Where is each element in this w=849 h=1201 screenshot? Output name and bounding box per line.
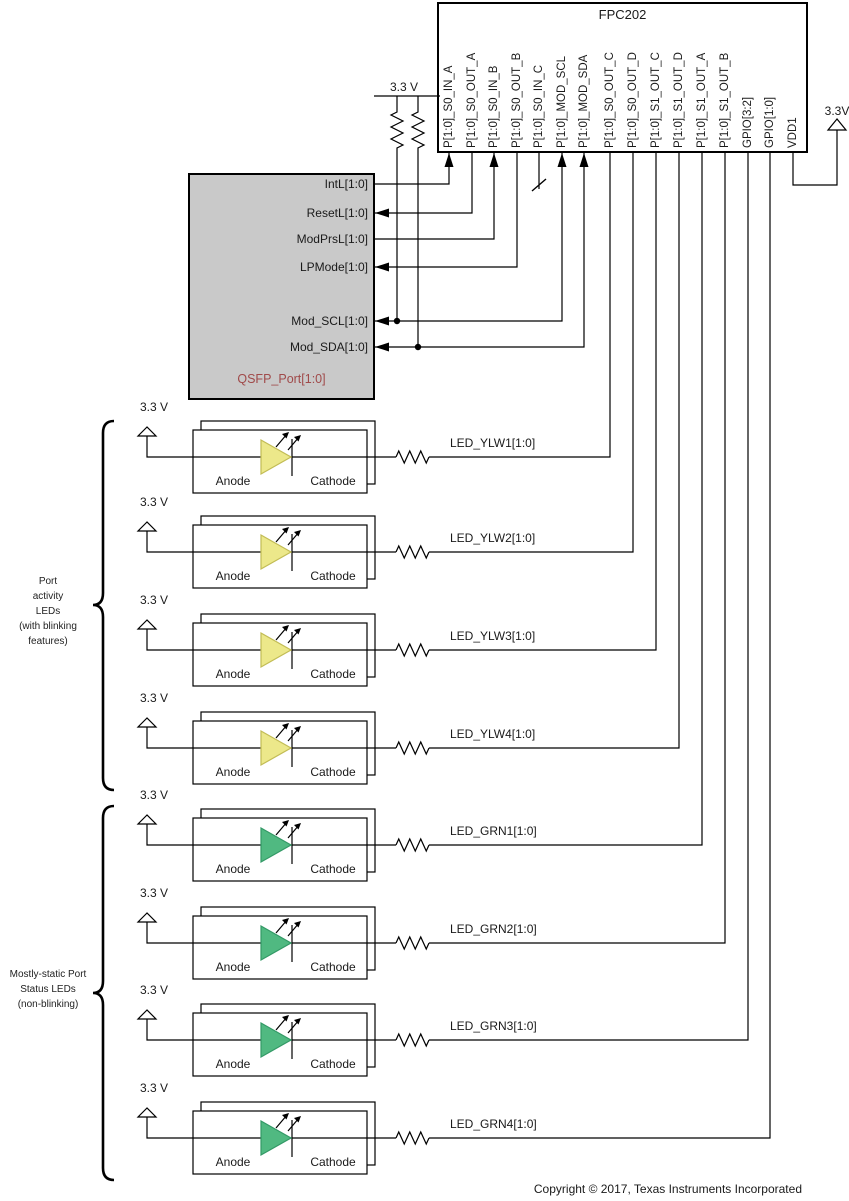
led-supply-label: 3.3 V xyxy=(139,1081,169,1095)
wire-modprsl xyxy=(374,152,495,240)
cathode-label: Cathode xyxy=(310,569,356,583)
cathode-label: Cathode xyxy=(310,1155,356,1169)
pullup-resistor-sda xyxy=(410,96,426,347)
wire-lpmode xyxy=(374,152,518,268)
junction-dot xyxy=(393,317,401,325)
junction-dot xyxy=(414,343,422,351)
cathode-label: Cathode xyxy=(310,474,356,488)
led-supply-label: 3.3 V xyxy=(139,886,169,900)
fpc-pin-label: VDD1 xyxy=(787,117,799,148)
fpc-pin-label: P[1:0]_S0_OUT_D xyxy=(627,52,639,148)
fpc-pin-label: P[1:0]_MOD_SCL xyxy=(556,55,568,148)
fpc-pin-label: P[1:0]_MOD_SDA xyxy=(578,54,590,148)
anode-label: Anode xyxy=(215,667,251,681)
qsfp-pin-label: Mod_SCL[1:0] xyxy=(291,314,368,328)
wire-vdd1 xyxy=(792,130,838,186)
fpc-pin-label: GPIO[3:2] xyxy=(742,96,754,148)
net-label: LED_YLW1[1:0] xyxy=(450,436,536,450)
led-supply-label: 3.3 V xyxy=(139,983,169,997)
vdd-supply-label: 3.3V xyxy=(824,104,849,118)
wire-mod-scl xyxy=(374,152,563,322)
led-supply-label: 3.3 V xyxy=(139,788,169,802)
fpc-pin-label: P[1:0]_S0_IN_C xyxy=(533,64,545,148)
wire-mod-sda xyxy=(374,152,585,348)
cathode-label: Cathode xyxy=(310,667,356,681)
anode-label: Anode xyxy=(215,1057,251,1071)
led-supply-label: 3.3 V xyxy=(139,691,169,705)
anode-label: Anode xyxy=(215,862,251,876)
pullup-resistor-scl xyxy=(389,96,405,321)
qsfp-pin-label: IntL[1:0] xyxy=(324,177,368,191)
net-label: LED_GRN3[1:0] xyxy=(450,1019,537,1033)
led-triangle-yellow xyxy=(260,729,293,767)
led-triangle-yellow xyxy=(260,438,293,476)
led-triangle-yellow xyxy=(260,533,293,571)
qsfp-pin-label: ModPrsL[1:0] xyxy=(296,232,368,246)
fpc-pin-label: GPIO[1:0] xyxy=(764,96,776,148)
anode-label: Anode xyxy=(215,569,251,583)
led-triangle-green xyxy=(260,924,293,962)
led-supply-label: 3.3 V xyxy=(139,400,169,414)
wire-intl xyxy=(374,152,450,185)
copyright-notice: Copyright © 2017, Texas Instruments Inco… xyxy=(533,1182,802,1196)
led-triangle-green xyxy=(260,1119,293,1157)
brace-status-leds xyxy=(92,804,115,1182)
net-label: LED_GRN1[1:0] xyxy=(450,824,537,838)
arrow-left-icons xyxy=(375,208,389,352)
arrow-up-icons xyxy=(444,153,589,167)
qsfp-pin-label: Mod_SDA[1:0] xyxy=(289,340,368,354)
qsfp-title: QSFP_Port[1:0] xyxy=(237,372,326,386)
fpc-pin-label: P[1:0]_S0_OUT_C xyxy=(604,52,616,148)
vdd-power-symbol-icon xyxy=(826,118,848,131)
anode-label: Anode xyxy=(215,474,251,488)
anode-label: Anode xyxy=(215,960,251,974)
net-label: LED_YLW3[1:0] xyxy=(450,629,536,643)
wire-resetl xyxy=(374,152,473,214)
led-triangle-yellow xyxy=(260,631,293,669)
fpc202-title: FPC202 xyxy=(598,7,647,22)
fpc-pin-label: P[1:0]_S1_OUT_C xyxy=(650,52,662,148)
qsfp-pin-label: ResetL[1:0] xyxy=(306,206,368,220)
pullup-rail-label: 3.3 V xyxy=(389,80,419,94)
brace-port-activity xyxy=(92,419,115,792)
qsfp-pin-label: LPMode[1:0] xyxy=(299,260,368,274)
fpc-pin-label: P[1:0]_S0_OUT_A xyxy=(466,52,478,148)
fpc-pin-label: P[1:0]_S1_OUT_B xyxy=(719,52,731,148)
net-label: LED_GRN2[1:0] xyxy=(450,922,537,936)
fpc-pin-label: P[1:0]_S1_OUT_A xyxy=(696,52,708,148)
fpc-pin-label: P[1:0]_S0_IN_B xyxy=(488,65,500,148)
led-supply-label: 3.3 V xyxy=(139,593,169,607)
group-caption-status-leds: Mostly-static Port Status LEDs (non-blin… xyxy=(9,969,87,1010)
fpc-pin-label: P[1:0]_S1_OUT_D xyxy=(673,52,685,148)
net-label: LED_YLW4[1:0] xyxy=(450,727,536,741)
led-triangle-green xyxy=(260,826,293,864)
anode-label: Anode xyxy=(215,1155,251,1169)
cathode-label: Cathode xyxy=(310,1057,356,1071)
group-caption-port-activity: Port activity LEDs (with blinking featur… xyxy=(19,576,77,647)
led-connector-wires xyxy=(429,152,771,1139)
cathode-label: Cathode xyxy=(310,960,356,974)
cathode-label: Cathode xyxy=(310,765,356,779)
led-supply-label: 3.3 V xyxy=(139,495,169,509)
qsfp-port-block xyxy=(188,173,375,400)
no-connect-slash-icon xyxy=(531,178,547,192)
fpc-pin-label: P[1:0]_S0_OUT_B xyxy=(511,52,523,148)
fpc-pin-label: P[1:0]_S0_IN_A xyxy=(443,65,455,148)
anode-label: Anode xyxy=(215,765,251,779)
net-label: LED_GRN4[1:0] xyxy=(450,1117,537,1131)
cathode-label: Cathode xyxy=(310,862,356,876)
fpc202-block xyxy=(437,2,808,153)
led-triangle-green xyxy=(260,1021,293,1059)
net-label: LED_YLW2[1:0] xyxy=(450,531,536,545)
